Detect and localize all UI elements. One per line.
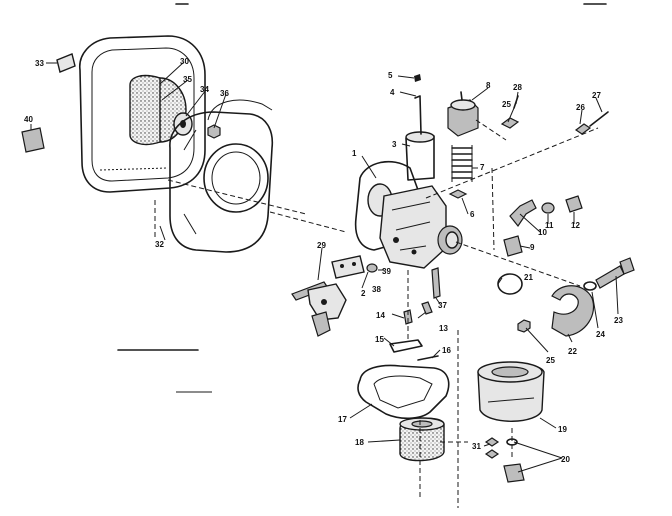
throttle-cap <box>447 91 479 137</box>
carburetor-outlet <box>437 225 463 255</box>
float-arm <box>389 339 423 353</box>
callout-29: 29 <box>317 241 326 250</box>
callout-30: 30 <box>180 57 189 66</box>
callout-9: 9 <box>530 243 535 252</box>
needle-clip <box>414 74 422 135</box>
air-filter-element <box>129 74 193 146</box>
bowl-bolt <box>484 437 500 459</box>
callout-5: 5 <box>388 71 393 80</box>
callout-7: 7 <box>480 163 485 172</box>
callout-16: 16 <box>442 346 451 355</box>
callout-10: 10 <box>538 228 547 237</box>
callout-21: 21 <box>524 273 533 282</box>
choke-seal <box>448 189 468 199</box>
bowl-gasket <box>357 364 450 420</box>
jet-tube <box>431 267 441 299</box>
decal-tag <box>56 53 76 73</box>
callout-15: 15 <box>375 335 384 344</box>
callout-26: 26 <box>576 103 585 112</box>
callout-14: 14 <box>376 311 385 320</box>
callout-17: 17 <box>338 415 347 424</box>
callout-13: 13 <box>439 324 448 333</box>
carb-clamp <box>551 285 595 337</box>
callout-34: 34 <box>200 85 209 94</box>
callout-33: 33 <box>35 59 44 68</box>
base-gasket <box>207 99 273 121</box>
callout-32: 32 <box>155 240 164 249</box>
callout-35: 35 <box>183 75 192 84</box>
linkage-washer <box>366 263 378 273</box>
callout-38: 38 <box>372 285 381 294</box>
warning-label <box>21 127 45 153</box>
callout-2: 2 <box>361 289 366 298</box>
carburetor-body <box>379 185 447 269</box>
callout-36: 36 <box>220 89 229 98</box>
callout-24: 24 <box>596 330 605 339</box>
air-screw <box>574 111 609 135</box>
callout-12: 12 <box>571 221 580 230</box>
callout-20: 20 <box>561 455 570 464</box>
callout-labels: 1 2 3 4 5 6 7 8 9 10 11 12 13 14 15 16 1… <box>24 57 623 464</box>
callout-3: 3 <box>392 140 397 149</box>
float-pin <box>417 355 439 361</box>
float-bowl <box>477 361 545 422</box>
air-cleaner-base <box>169 111 274 253</box>
fuel-elbow <box>509 199 537 228</box>
main-jet <box>421 301 433 315</box>
callout-8: 8 <box>486 81 491 90</box>
fuel-valve <box>503 235 523 257</box>
callout-25-lower: 25 <box>546 356 555 365</box>
callout-leaders <box>30 61 619 473</box>
callout-27: 27 <box>592 91 601 100</box>
callout-18: 18 <box>355 438 364 447</box>
callout-25-upper: 25 <box>502 100 511 109</box>
mixing-chamber <box>405 131 435 181</box>
callout-22: 22 <box>568 347 577 356</box>
linkage-bracket <box>331 255 365 279</box>
callout-28: 28 <box>513 83 522 92</box>
callout-11: 11 <box>545 221 554 230</box>
wing-lever <box>311 311 331 337</box>
callout-40: 40 <box>24 115 33 124</box>
throttle-spring <box>451 145 473 182</box>
hose-clip <box>541 202 555 214</box>
clamp-washer <box>583 281 597 291</box>
callout-19: 19 <box>558 425 567 434</box>
o-ring <box>497 273 523 295</box>
clamp-bolt <box>595 257 635 289</box>
callout-37: 37 <box>438 301 447 310</box>
filter-nut <box>207 124 221 139</box>
callout-39: 39 <box>382 267 391 276</box>
float <box>399 417 445 462</box>
callout-31: 31 <box>472 442 481 451</box>
linkage-plate <box>307 283 347 321</box>
callout-23: 23 <box>614 316 623 325</box>
fuel-cap <box>565 195 583 213</box>
callout-4: 4 <box>390 88 395 97</box>
drain-screw <box>503 438 525 483</box>
callout-1: 1 <box>352 149 357 158</box>
callout-6: 6 <box>470 210 475 219</box>
